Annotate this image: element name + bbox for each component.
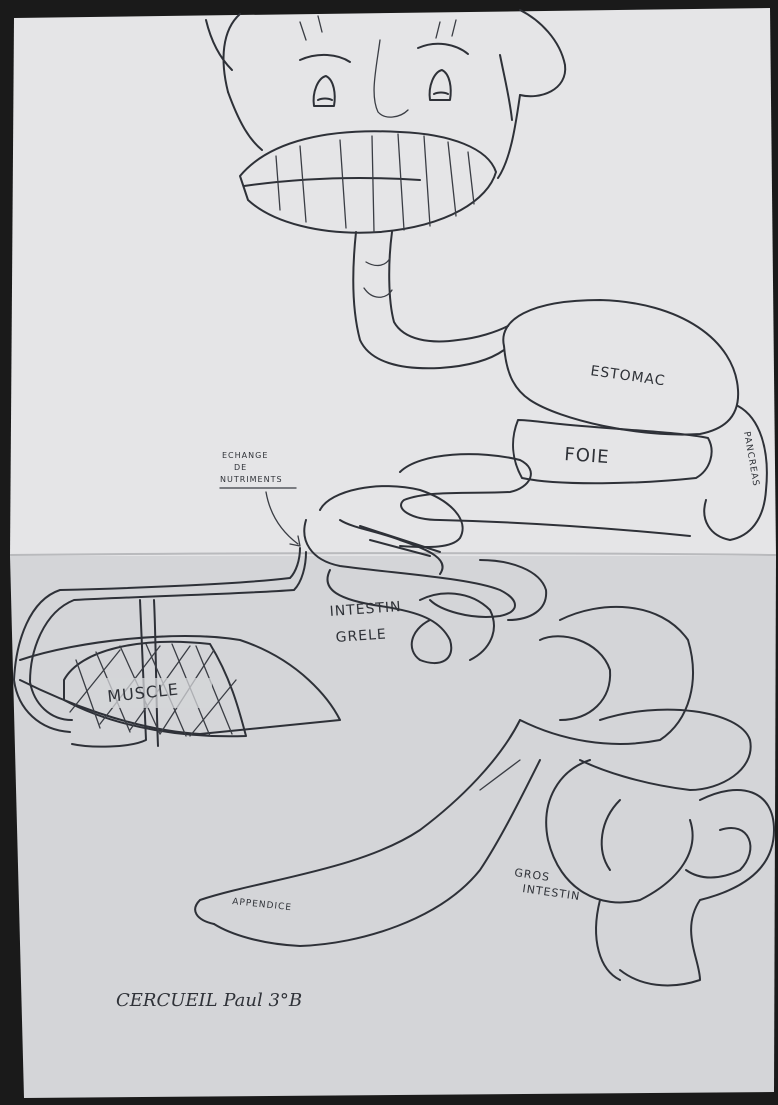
label-de: DE	[234, 463, 247, 472]
paper-top-half	[10, 8, 776, 556]
label-nutriments: NUTRIMENTS	[220, 475, 283, 484]
signature: CERCUEIL Paul 3°B	[116, 990, 302, 1011]
label-foie: FOIE	[564, 444, 611, 468]
label-echange: ECHANGE	[222, 451, 268, 460]
paper-bottom-half	[10, 556, 776, 1098]
